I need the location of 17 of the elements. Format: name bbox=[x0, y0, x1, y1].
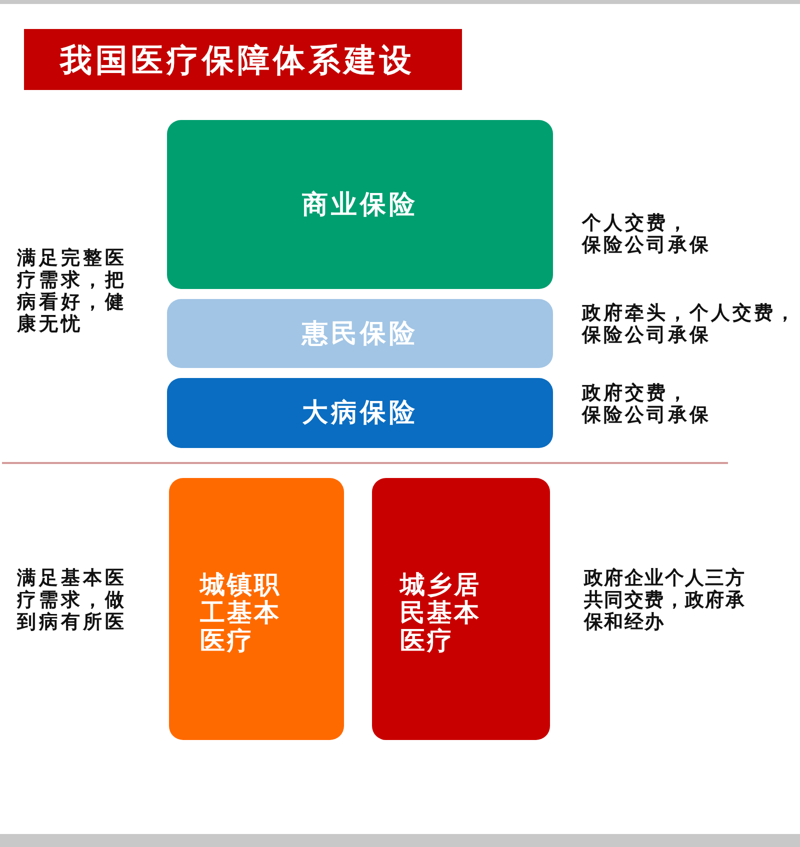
insurance-tier-box bbox=[167, 299, 553, 368]
box-label: 惠民保险 bbox=[302, 318, 418, 350]
box-label: 大病保险 bbox=[302, 397, 418, 430]
funding-note: 个人交费，保险公司承保 bbox=[582, 212, 712, 256]
box-label: 城镇职工基本医疗 bbox=[200, 571, 282, 655]
title-text: 我国医疗保障体系建设 bbox=[60, 40, 415, 80]
insurance-tier-box bbox=[167, 120, 553, 289]
goal-note: 满足基本医疗需求，做到病有所医 bbox=[17, 567, 128, 633]
funding-note: 政府交费，保险公司承保 bbox=[582, 382, 712, 426]
funding-note: 政府牵头，个人交费，保险公司承保 bbox=[582, 302, 798, 346]
basic-insurance-card bbox=[372, 478, 550, 740]
funding-note: 政府企业个人三方共同交费，政府承保和经办 bbox=[584, 567, 747, 633]
box-label: 城乡居民基本医疗 bbox=[400, 571, 482, 655]
box-label: 商业保险 bbox=[302, 188, 418, 222]
insurance-tier-box bbox=[167, 378, 553, 448]
basic-insurance-card bbox=[169, 478, 344, 740]
goal-note: 满足完整医疗需求，把病看好，健康无忧 bbox=[17, 247, 128, 335]
